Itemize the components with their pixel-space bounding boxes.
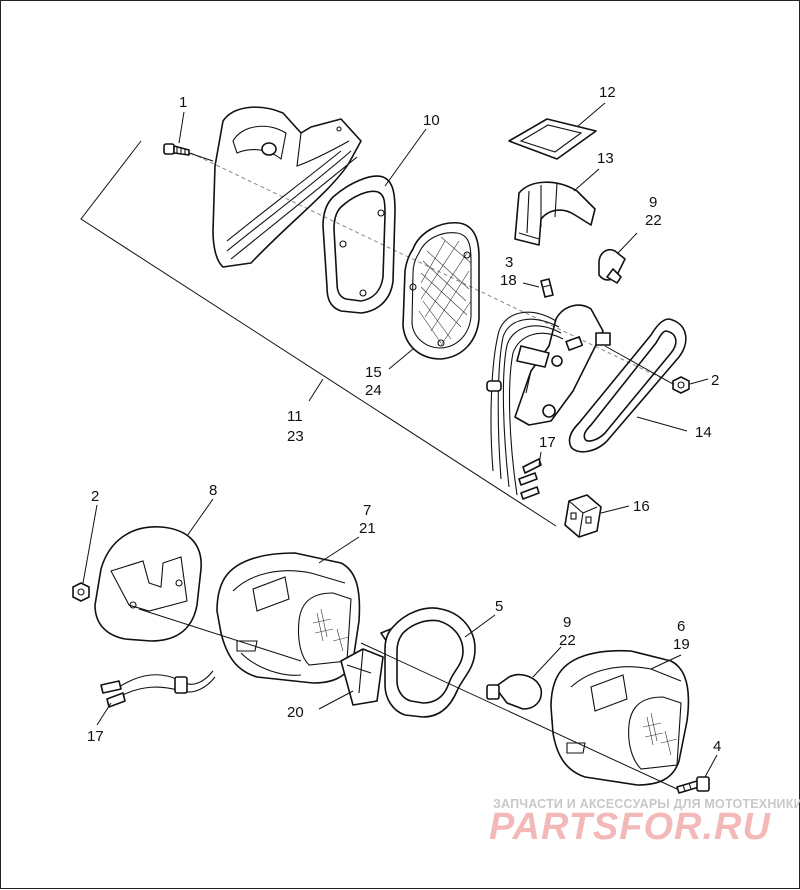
part-7-21-housing — [216, 552, 361, 684]
part-14-gasket — [568, 318, 687, 453]
upper-housing — [212, 106, 362, 268]
part-3-18-small-bulb — [540, 278, 554, 298]
label-11: 11 — [287, 408, 303, 425]
watermark-logo: PARTSFOR.RU — [489, 806, 771, 848]
label-4: 4 — [713, 738, 721, 755]
label-22-upper: 22 — [645, 212, 662, 229]
label-6: 6 — [677, 618, 685, 635]
callout-labels: 1 10 12 13 9 22 3 18 15 24 11 23 2 14 17… — [87, 84, 721, 755]
part-5-gasket — [384, 607, 476, 718]
label-9-lower: 9 — [563, 614, 571, 631]
label-23: 23 — [287, 428, 304, 445]
label-10: 10 — [423, 112, 440, 129]
part-13-shield — [514, 181, 596, 246]
part-2-nut-upper — [672, 376, 690, 394]
wire-harness-upper — [486, 311, 564, 500]
part-17-wires-lower — [100, 670, 216, 708]
label-2-lower: 2 — [91, 488, 99, 505]
label-18: 18 — [500, 272, 517, 289]
label-1: 1 — [179, 94, 187, 111]
part-4-screw — [676, 776, 710, 794]
part-6-19-lens-housing — [550, 649, 690, 786]
label-17-upper: 17 — [539, 434, 556, 451]
label-3: 3 — [505, 254, 513, 271]
label-17-lower: 17 — [87, 728, 104, 745]
label-2-upper: 2 — [711, 372, 719, 389]
label-12: 12 — [599, 84, 616, 101]
part-12-seal — [508, 118, 597, 160]
part-1-screw — [163, 143, 190, 156]
label-16: 16 — [633, 498, 650, 515]
label-8: 8 — [209, 482, 217, 499]
label-13: 13 — [597, 150, 614, 167]
part-9-22-bulb-upper — [598, 248, 626, 284]
watermark-caption: ЗАПЧАСТИ И АКСЕССУАРЫ ДЛЯ МОТОТЕХНИКИ — [493, 797, 800, 811]
label-21: 21 — [359, 520, 376, 537]
watermark: ЗАПЧАСТИ И АКСЕССУАРЫ ДЛЯ МОТОТЕХНИКИ PA… — [489, 797, 800, 848]
part-15-24-lens — [402, 222, 480, 360]
label-5: 5 — [495, 598, 503, 615]
label-24: 24 — [365, 382, 382, 399]
part-9-22-bulb-lower — [486, 673, 543, 710]
part-8-gasket — [94, 526, 202, 642]
label-7: 7 — [363, 502, 371, 519]
label-20: 20 — [287, 704, 304, 721]
label-14: 14 — [695, 424, 712, 441]
label-22-lower: 22 — [559, 632, 576, 649]
label-9-upper: 9 — [649, 194, 657, 211]
part-10-gasket — [322, 175, 396, 314]
part-2-nut-lower — [72, 582, 90, 602]
label-15: 15 — [365, 364, 382, 381]
assembly-bracket-11-23 — [80, 140, 557, 527]
socket-plate — [514, 304, 611, 426]
part-16-connector — [564, 494, 602, 538]
label-19: 19 — [673, 636, 690, 653]
